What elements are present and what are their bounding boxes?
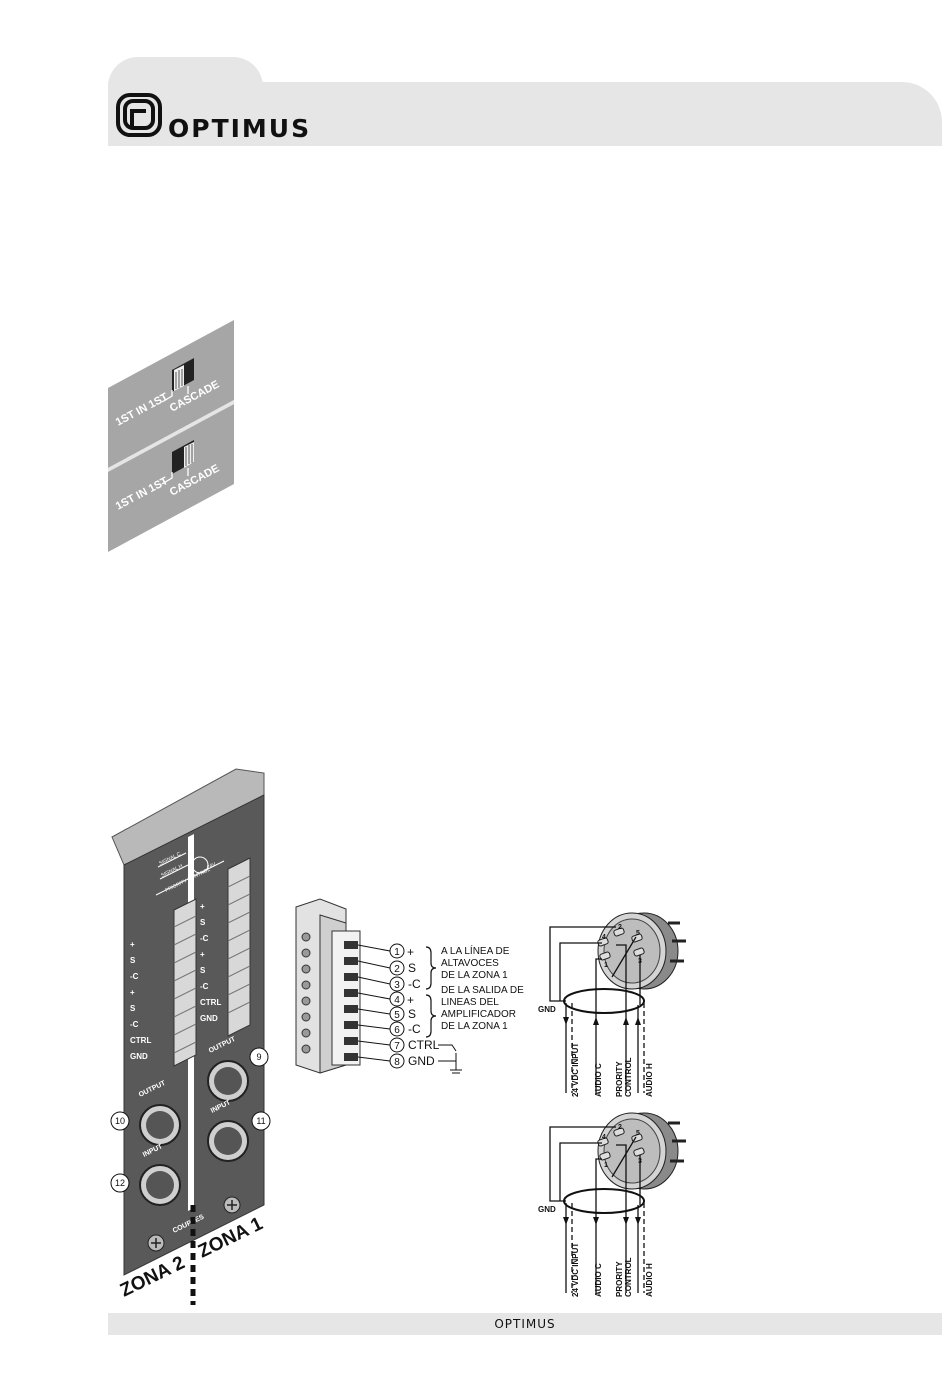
wire-control: CONTROL <box>624 1057 633 1097</box>
din-wiring-top: 1 2 3 4 5 GND 24 VDC INPUT AUDIO C PRORI… <box>538 912 686 1097</box>
din-wiring-bottom: 1 2 3 4 5 GND 24 VDC INPUT AUDIO C PRORI… <box>538 1112 686 1297</box>
header-brand: OPTIMUS <box>168 114 312 143</box>
callout-9: 9 <box>256 1052 261 1062</box>
callout-10: 10 <box>115 1116 125 1126</box>
panel-term-m4: + <box>200 950 205 959</box>
group2-line3: AMPLIFICADOR <box>441 1009 516 1020</box>
panel-term-m2: S <box>200 918 206 927</box>
din2-pin-2: 2 <box>618 1124 622 1131</box>
wire2-audio-c: AUDIO C <box>594 1263 603 1297</box>
wire-audio-h: AUDIO H <box>645 1063 654 1097</box>
cascade-switch-bottom <box>161 440 194 485</box>
din-pin-1: 1 <box>604 962 608 969</box>
callout-12: 12 <box>115 1178 125 1188</box>
footer-brand: OPTIMUS <box>494 1317 556 1331</box>
terminal-block-diagram: 1 2 3 4 5 6 7 8 + S -C + S -C CTRL GND A… <box>295 898 524 1074</box>
panel-term-5: S <box>130 1004 136 1013</box>
wire2-audio-h: AUDIO H <box>645 1263 654 1297</box>
group1-line3: DE LA ZONA 1 <box>441 970 508 981</box>
panel-term-1: + <box>130 940 135 949</box>
din-socket-input-zone2 <box>139 1164 181 1206</box>
group2-line2: LINEAS DEL <box>441 997 499 1008</box>
pin-num-1: 1 <box>394 947 400 958</box>
pin-label-2: S <box>408 961 416 975</box>
panel-term-m6: -C <box>200 982 209 991</box>
panel-term-m5: S <box>200 966 206 975</box>
pin-label-1: + <box>407 945 414 959</box>
wire-priority: PRORITY <box>615 1061 624 1097</box>
wire-24vdc: 24 VDC INPUT <box>571 1043 580 1097</box>
group1-line2: ALTAVOCES <box>441 958 499 969</box>
panel-term-m1: + <box>200 902 205 911</box>
pin-num-6: 6 <box>394 1025 400 1036</box>
panel-24v: 24V <box>206 861 217 871</box>
wire-audio-c: AUDIO C <box>594 1063 603 1097</box>
din-socket-output-zone2 <box>139 1104 181 1146</box>
din-pin-4: 4 <box>602 934 606 941</box>
wire2-control: CONTROL <box>624 1257 633 1297</box>
din-socket-output-zone1 <box>207 1060 249 1102</box>
pin-num-3: 3 <box>394 980 400 991</box>
din2-pin-5: 5 <box>636 1130 640 1137</box>
din-pin-5: 5 <box>636 930 640 937</box>
pin-num-5: 5 <box>394 1010 400 1021</box>
footer-bar: OPTIMUS <box>108 1313 942 1335</box>
din-pin-2: 2 <box>618 924 622 931</box>
group2-line4: DE LA ZONA 1 <box>441 1021 508 1032</box>
panel-term-2: S <box>130 956 136 965</box>
panel-term-m7: CTRL <box>200 998 221 1007</box>
pin-label-6: -C <box>408 1022 421 1036</box>
screw-icon-2 <box>223 1196 241 1214</box>
switch-panels: 1ST IN 1ST CASCADE 1ST IN 1ST CASCADE <box>108 320 234 552</box>
group1-line1: A LA LÍNEA DE <box>441 944 510 957</box>
wire2-priority: PRORITY <box>615 1261 624 1297</box>
rear-panel: SIGNAL C SIGNAL H PRIORITY CONTROL 24V +… <box>110 768 271 1305</box>
panel-term-m3: -C <box>200 934 209 943</box>
panel-term-7: CTRL <box>130 1036 151 1045</box>
din2-pin-4: 4 <box>602 1134 606 1141</box>
terminal-strip-zone1 <box>227 857 251 1037</box>
din2-pin-1: 1 <box>604 1162 608 1169</box>
header-bar <box>108 82 942 146</box>
pin-label-8: GND <box>408 1054 435 1068</box>
optimus-logo-icon <box>116 93 162 137</box>
din-gnd-label: GND <box>538 1005 556 1014</box>
panel-term-3: -C <box>130 972 139 981</box>
panel-term-4: + <box>130 988 135 997</box>
pin-label-4: + <box>407 993 414 1007</box>
pin-num-4: 4 <box>394 995 400 1006</box>
pin-label-7: CTRL <box>408 1038 440 1052</box>
panel-term-8: GND <box>130 1052 148 1061</box>
pin-label-3: -C <box>408 977 421 991</box>
pin-num-7: 7 <box>394 1041 400 1052</box>
panel-term-6: -C <box>130 1020 139 1029</box>
pin-num-8: 8 <box>394 1057 400 1068</box>
din2-gnd-label: GND <box>538 1205 556 1214</box>
din-socket-input-zone1 <box>207 1120 249 1162</box>
screw-icon <box>147 1234 165 1252</box>
wire2-24vdc: 24 VDC INPUT <box>571 1243 580 1297</box>
terminal-strip-zone2 <box>173 898 197 1067</box>
pin-num-2: 2 <box>394 964 400 975</box>
panel-term-m8: GND <box>200 1014 218 1023</box>
pin-label-5: S <box>408 1007 416 1021</box>
callout-11: 11 <box>256 1116 265 1126</box>
group2-line1: DE LA SALIDA DE <box>441 985 524 996</box>
cascade-switch-top <box>161 358 194 403</box>
